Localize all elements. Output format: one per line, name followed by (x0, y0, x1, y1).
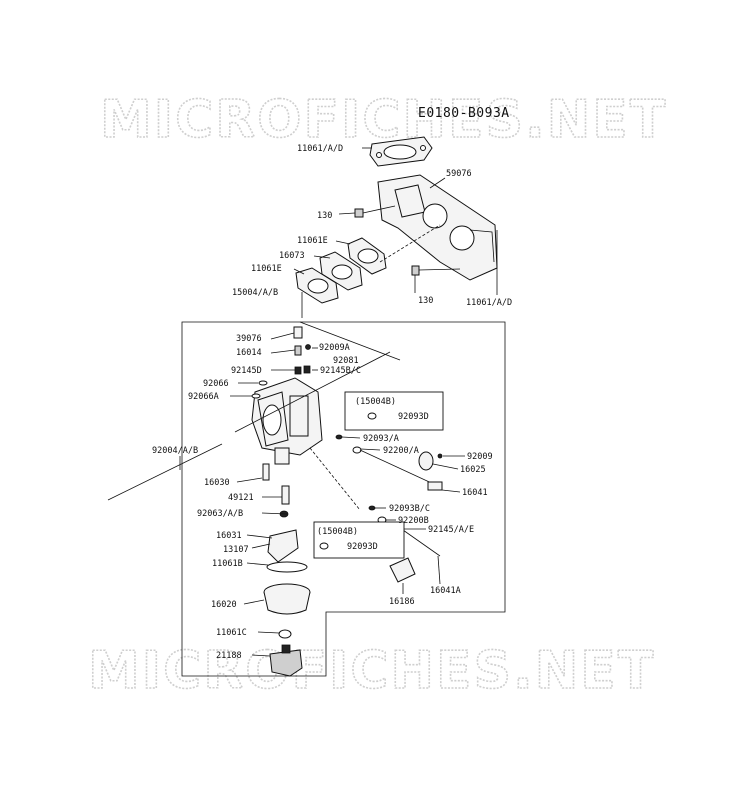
part-label: 59076 (446, 169, 472, 179)
insulator-16073 (319, 251, 363, 291)
part-label: 92081 (333, 356, 359, 366)
bowl-washer (278, 629, 292, 639)
part-label: 21188 (216, 651, 242, 661)
part-label: 16025 (460, 465, 486, 475)
part-label: 39076 (236, 334, 262, 344)
part-label: 130 (418, 296, 433, 306)
watermark-bottom: MICROFICHES.NET (88, 641, 655, 701)
float-bowl-16020 (263, 583, 311, 615)
carburetor-body (251, 377, 323, 465)
part-label: 130 (317, 211, 332, 221)
bolt-130-right (411, 265, 461, 276)
watermark-top: MICROFICHES.NET (100, 90, 667, 150)
float-valve-parts (251, 326, 311, 399)
part-label: 16020 (211, 600, 237, 610)
part-label: 92093B/C (389, 504, 430, 514)
float-bowl-gasket (266, 561, 308, 573)
part-label: 92009A (319, 343, 350, 353)
part-label: 16186 (389, 597, 415, 607)
part-label: 11061E (297, 236, 328, 246)
inset-box-15004b-lower: (15004B) 92093D (313, 521, 405, 559)
gasket-11061e-a (347, 237, 387, 275)
part-label: 92009 (467, 452, 493, 462)
part-label: 16041A (430, 586, 461, 596)
part-label: 11061E (251, 264, 282, 274)
part-label: 11061/A/D (466, 298, 512, 308)
part-label: 92004/A/B (152, 446, 198, 456)
part-label: 16030 (204, 478, 230, 488)
part-label: 16014 (236, 348, 262, 358)
inset-box-15004b-upper: (15004B) 92093D (344, 391, 444, 431)
gasket-11061e-b (295, 267, 339, 304)
pilot-screw-stud (107, 443, 223, 501)
diagram-code: E0180-B093A (418, 106, 510, 121)
part-label: 92200/A (383, 446, 419, 456)
intake-gasket-top (369, 136, 433, 167)
inset-lower-title: (15004B) (317, 527, 358, 537)
part-label: 16073 (279, 251, 305, 261)
part-label: 16041 (462, 488, 488, 498)
part-label: 13107 (223, 545, 249, 555)
part-label: 16031 (216, 531, 242, 541)
float-16031 (251, 529, 299, 563)
part-label: 92145B/C (320, 366, 361, 376)
part-label: 11061/A/D (297, 144, 343, 154)
part-label: 92093/A (363, 434, 399, 444)
part-label: 49121 (228, 493, 254, 503)
part-label: 92200B (398, 516, 429, 526)
part-label: 15004/A/B (232, 288, 278, 298)
part-label: 92066 (203, 379, 229, 389)
part-label: 92063/A/B (197, 509, 243, 519)
throttle-shaft-parts (335, 434, 443, 491)
intake-manifold (377, 174, 498, 281)
part-label: 92145/A/E (428, 525, 474, 535)
inset-lower-part: 92093D (347, 542, 378, 552)
inset-upper-title: (15004B) (355, 397, 396, 407)
inset-upper-part: 92093D (398, 412, 429, 422)
part-label: 92145D (231, 366, 262, 376)
part-label: 11061C (216, 628, 247, 638)
part-label: 11061B (212, 559, 243, 569)
main-jet-parts (262, 463, 290, 518)
part-label: 92066A (188, 392, 219, 402)
solenoid-21188 (269, 644, 303, 677)
